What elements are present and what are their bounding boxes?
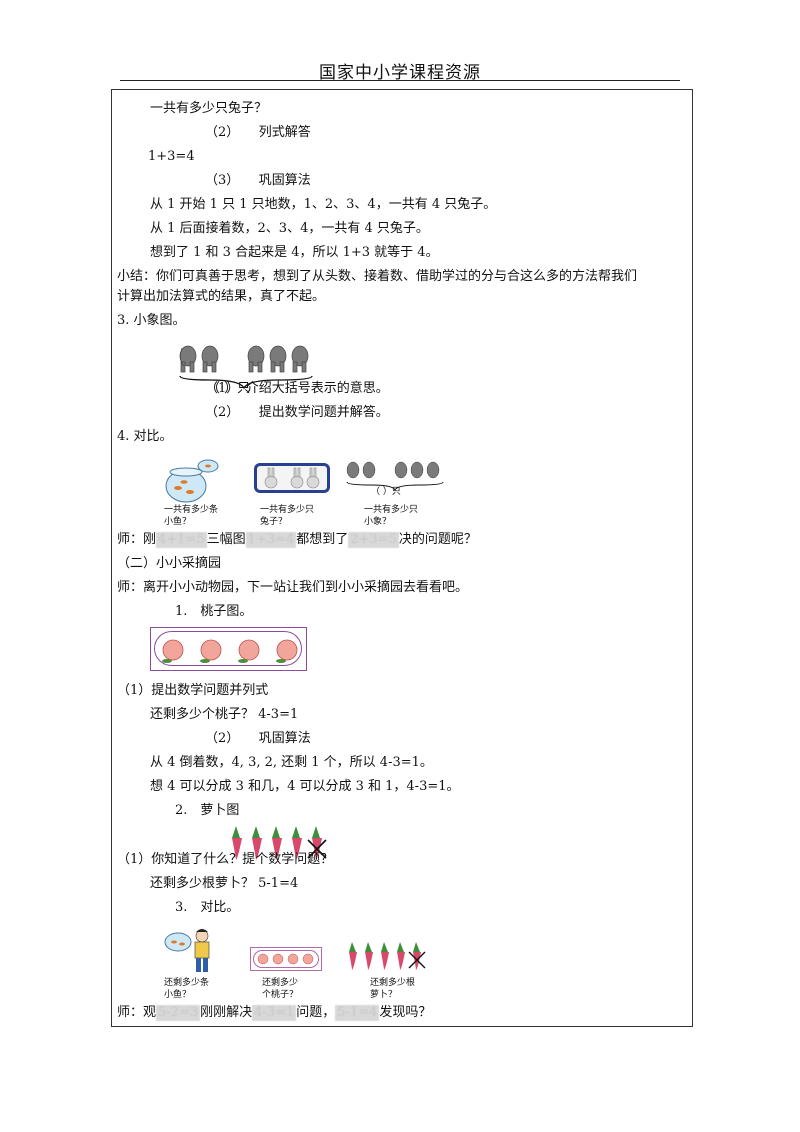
text-line: （2） 巩固算法 [205, 731, 311, 746]
text-line: 从 4 倒着数，4, 3, 2, 还剩 1 个，所以 4-3=1。 [150, 755, 433, 770]
peaches-frame [150, 627, 307, 671]
text-line: 3. 对比。 [175, 900, 240, 915]
radishes-small-illustration [349, 942, 426, 970]
compare-elephant-bracket-label: （ ）只 [371, 487, 401, 497]
peaches-illustration [162, 639, 298, 663]
text-line: （1）你知道了什么？提个数学问题？ [117, 852, 334, 867]
page-header-title: 国家中小学课程资源 [319, 63, 481, 83]
text-line: （2） 列式解答 [205, 125, 311, 140]
brace-shape [179, 375, 313, 390]
text-line: 2. 萝卜图 [175, 803, 240, 818]
text-line: （二）小小采摘园 [117, 556, 222, 571]
elephant-caption-1: 一共有多少只 [364, 505, 419, 515]
text-line: 从 1 开始 1 只 1 只地数，1、2、3、4，一共有 4 只兔子。 [150, 197, 497, 212]
header-rule [120, 80, 680, 81]
rabbits-frame [254, 463, 330, 493]
text-line: 师：离开小小动物园，下一站让我们到小小采摘园去看看吧。 [117, 580, 469, 595]
elephants-small-illustration [346, 461, 444, 492]
text-line: 想 4 可以分成 3 和几，4 可以分成 3 和 1，4-3=1。 [150, 779, 460, 794]
peach-caption-1: 还剩多少 [262, 978, 299, 988]
blurred-equation: 5-2=3 [156, 1005, 201, 1021]
blurred-equation: 4+1=5 [156, 532, 207, 548]
elephant-bracket-label: （ ）只 [207, 381, 251, 396]
text-line: （2） 提出数学问题并解答。 [205, 405, 389, 420]
radish-caption-2: 萝卜？ [370, 990, 398, 1000]
fishbowl-illustration [165, 459, 219, 503]
text-line: 小结：你们可真善于思考，想到了从头数、接着数、借助学过的分与合这么多的方法帮我们 [117, 269, 638, 284]
radish-caption-1: 还剩多少根 [370, 978, 416, 988]
fish2-caption-2: 小鱼？ [164, 990, 192, 1000]
text-line: 还剩多少根萝卜？ 5-1=4 [150, 876, 299, 891]
rabbit-caption-2: 兔子？ [260, 517, 288, 527]
text-line: （3） 巩固算法 [205, 173, 311, 188]
rabbit-caption-1: 一共有多少只 [260, 505, 315, 515]
text-line: 4. 对比。 [117, 429, 173, 444]
radishes-illustration [232, 826, 327, 860]
text-line: （1）提出数学问题并列式 [117, 683, 269, 698]
peaches-small-illustration [257, 953, 314, 965]
text-line: （1） 介绍大括号表示的意思。 [205, 381, 389, 396]
fish2-caption-1: 还剩多少条 [164, 978, 210, 988]
peaches-small-frame [250, 947, 322, 971]
text-line: 想到了 1 和 3 合起来是 4，所以 1+3 就等于 4。 [150, 245, 439, 260]
cross-mark-icon [307, 839, 327, 859]
blurred-equation: 2+3=5 [348, 532, 399, 548]
boy-fishbowl-illustration [164, 929, 210, 972]
elephants-illustration [179, 345, 313, 390]
text-line: 一共有多少只兔子？ [150, 101, 268, 116]
blurred-equation: 1+3=4 [245, 532, 297, 548]
text-line: 还剩多少个桃子？ 4-3=1 [150, 707, 299, 722]
blurred-equation: 4-3=1 [252, 1005, 297, 1021]
text-line: 1. 桃子图。 [175, 604, 253, 619]
text-line: 计算出加法算式的结果，真了不起。 [117, 289, 326, 304]
text-line: 3. 小象图。 [117, 313, 186, 328]
fish-caption-2: 小鱼？ [164, 517, 192, 527]
elephant-caption-2: 小象？ [364, 517, 392, 527]
text-line: 从 1 后面接着数，2、3、4，一共有 4 只兔子。 [150, 221, 429, 236]
blurred-equation: 5-1=4 [335, 1005, 380, 1021]
content-frame [111, 89, 693, 1027]
fish-caption-1: 一共有多少条 [164, 505, 219, 515]
text-line: 1+3=4 [148, 149, 195, 164]
peach-caption-2: 个桃子？ [262, 990, 299, 1000]
cross-mark-icon [408, 951, 426, 969]
rabbits-illustration [264, 467, 320, 489]
